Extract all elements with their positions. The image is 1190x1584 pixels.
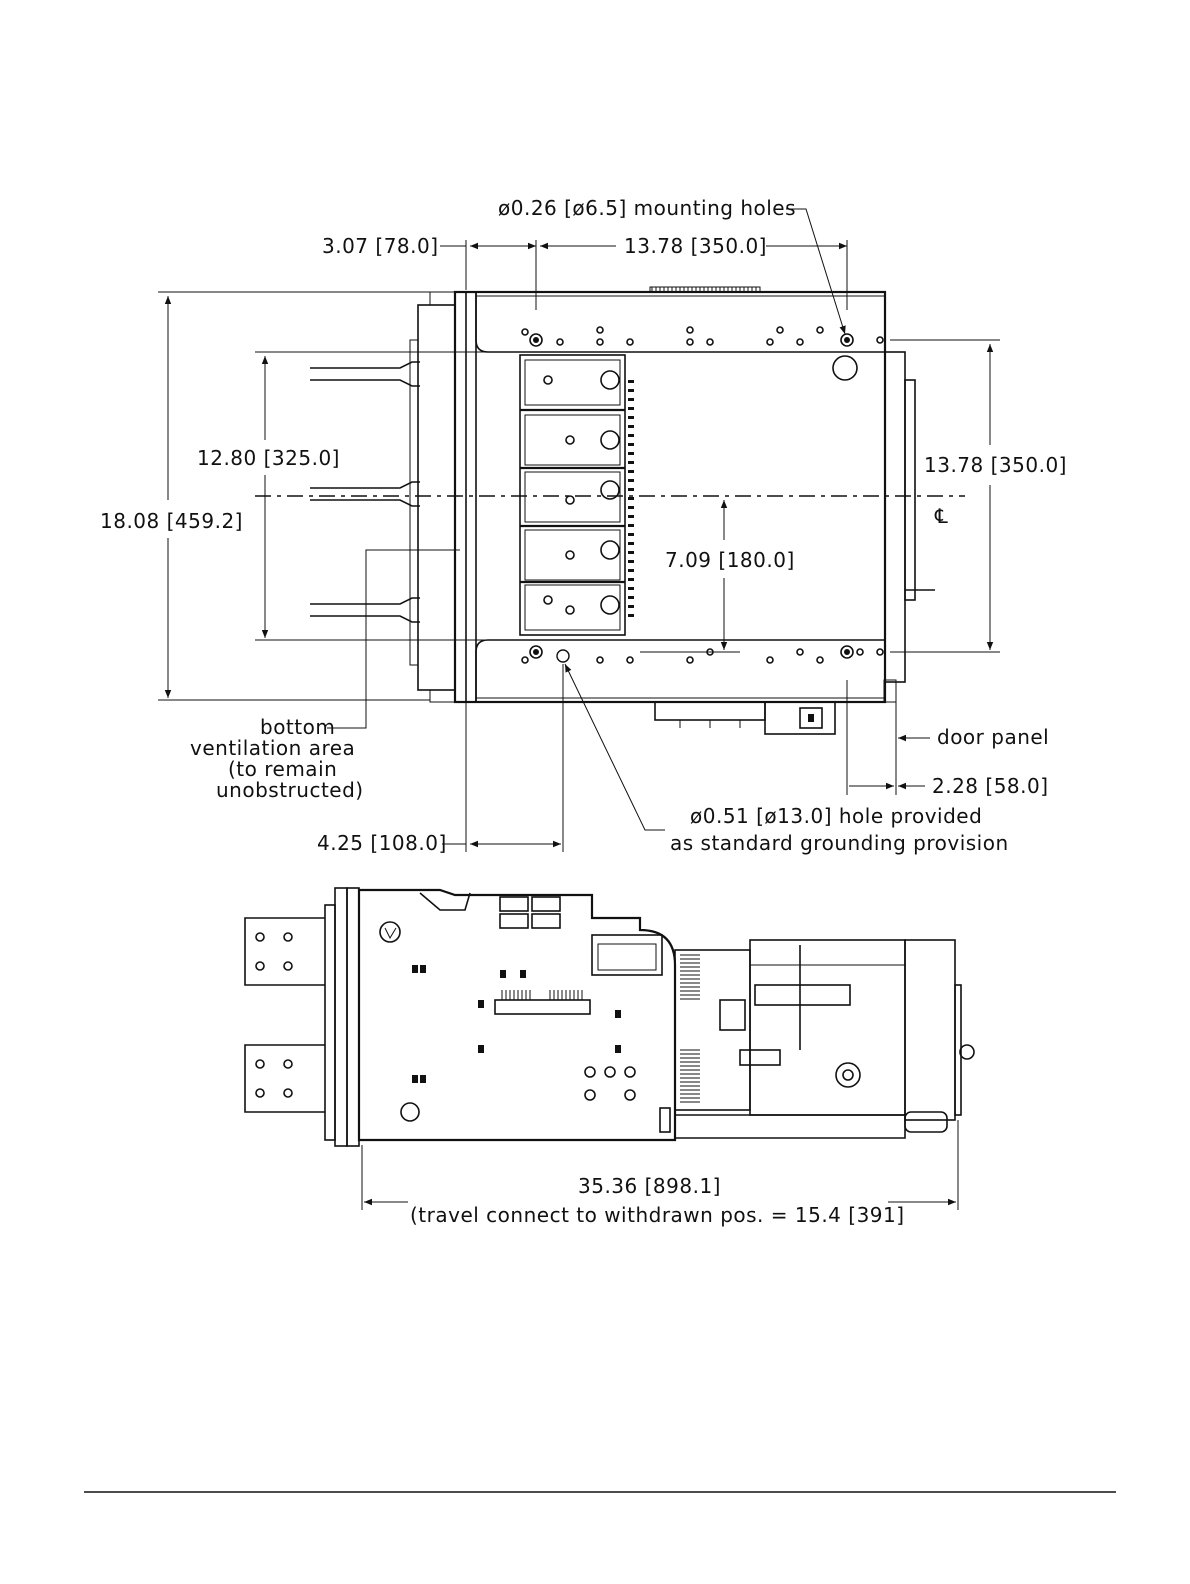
- side-frame: [357, 888, 677, 1142]
- top-serration: [651, 287, 757, 291]
- bottom-vent-line4: unobstructed): [216, 778, 364, 802]
- grounding-line2: as standard grounding provision: [670, 831, 1009, 855]
- side-flange: [324, 887, 360, 1147]
- centerline-symbol: ℄: [934, 504, 948, 528]
- grounding-line1: ø0.51 [ø13.0] hole provided: [690, 804, 982, 828]
- side-mechanism: [674, 939, 975, 1139]
- mounting-hole-features: [521, 326, 884, 664]
- dim-18-08: 18.08 [459.2]: [100, 509, 243, 533]
- side-bus-plates: [244, 917, 325, 1113]
- dim-13-78-right: 13.78 [350.0]: [924, 453, 1067, 477]
- bus-bar-stubs: [310, 361, 420, 623]
- dim-12-80: 12.80 [325.0]: [197, 446, 340, 470]
- travel-note: (travel connect to withdrawn pos. = 15.4…: [410, 1203, 905, 1227]
- dim-3-07: 3.07 [78.0]: [322, 234, 439, 258]
- bottom-vent-line3: (to remain: [228, 757, 337, 781]
- pole-modules: [519, 354, 634, 636]
- bottom-vent-line2: ventilation area: [190, 736, 355, 760]
- top-view: ℄ 3.07 [78.0] 13.78 [350.0] ø0.26 [ø6.5]…: [100, 196, 1067, 855]
- door-panel-label: door panel: [937, 725, 1049, 749]
- bottom-accessories: [654, 701, 836, 735]
- dim-13-78-top: 13.78 [350.0]: [624, 234, 767, 258]
- bottom-vent-line1: bottom: [260, 715, 335, 739]
- dim-4-25: 4.25 [108.0]: [317, 831, 447, 855]
- dim-2-28: 2.28 [58.0]: [932, 774, 1049, 798]
- mounting-holes-label: ø0.26 [ø6.5] mounting holes: [498, 196, 796, 220]
- dim-35-36: 35.36 [898.1]: [578, 1174, 721, 1198]
- side-view: 35.36 [898.1] (travel connect to withdra…: [244, 887, 975, 1227]
- dim-7-09: 7.09 [180.0]: [665, 548, 795, 572]
